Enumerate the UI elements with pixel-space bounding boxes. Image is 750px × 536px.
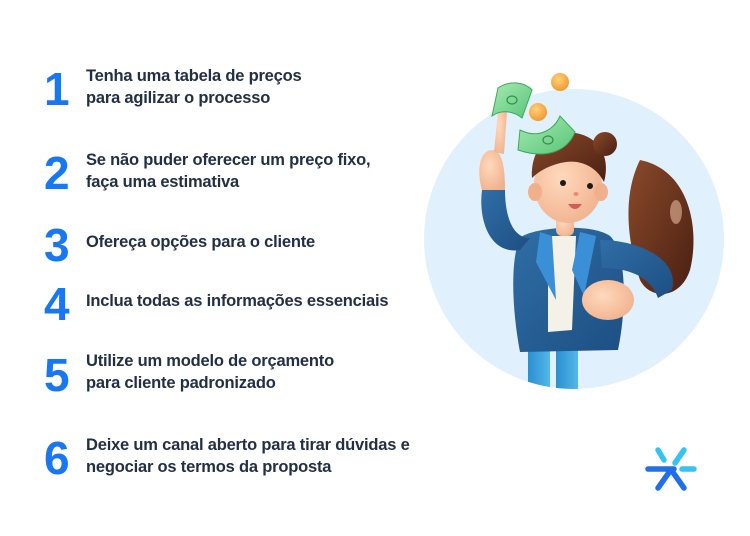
tip-line: Se não puder oferecer um preço fixo, — [86, 151, 371, 169]
coin-1 — [551, 73, 569, 91]
tip-line: para agilizar o processo — [86, 89, 271, 107]
tips-list: 1 Tenha uma tabela de preços para agiliz… — [44, 63, 466, 484]
floating-bill-2 — [517, 115, 576, 155]
tip-text: Inclua todas as informações essenciais — [86, 290, 466, 312]
tip-number: 1 — [44, 63, 70, 115]
tip-number: 4 — [44, 278, 70, 330]
tip-text: Se não puder oferecer um preço fixo, faç… — [86, 149, 466, 193]
tip-line: negociar os termos da proposta — [86, 458, 332, 476]
tip-text: Utilize um modelo de orçamento para clie… — [86, 350, 466, 394]
floating-bill-1 — [491, 82, 533, 119]
tip-text: Deixe um canal aberto para tirar dúvidas… — [86, 434, 466, 478]
tip-line: Ofereça opções para o cliente — [86, 233, 315, 251]
tip-line: Inclua todas as informações essenciais — [86, 292, 389, 310]
coin-2 — [529, 103, 547, 121]
tip-text: Ofereça opções para o cliente — [86, 231, 466, 253]
tip-line: Utilize um modelo de orçamento — [86, 352, 334, 370]
woman-with-money-illustration — [424, 73, 724, 389]
asterisk-star-logo-icon — [645, 447, 697, 491]
tip-number: 3 — [44, 219, 70, 271]
tip-line: faça uma estimativa — [86, 173, 240, 191]
tip-line: Tenha uma tabela de preços — [86, 67, 302, 85]
tip-number: 5 — [44, 349, 70, 401]
tip-line: para cliente padronizado — [86, 374, 276, 392]
tip-number: 6 — [44, 432, 70, 484]
tip-line: Deixe um canal aberto para tirar dúvidas… — [86, 436, 410, 454]
tip-text: Tenha uma tabela de preços para agilizar… — [86, 65, 466, 109]
tip-number: 2 — [44, 147, 70, 199]
